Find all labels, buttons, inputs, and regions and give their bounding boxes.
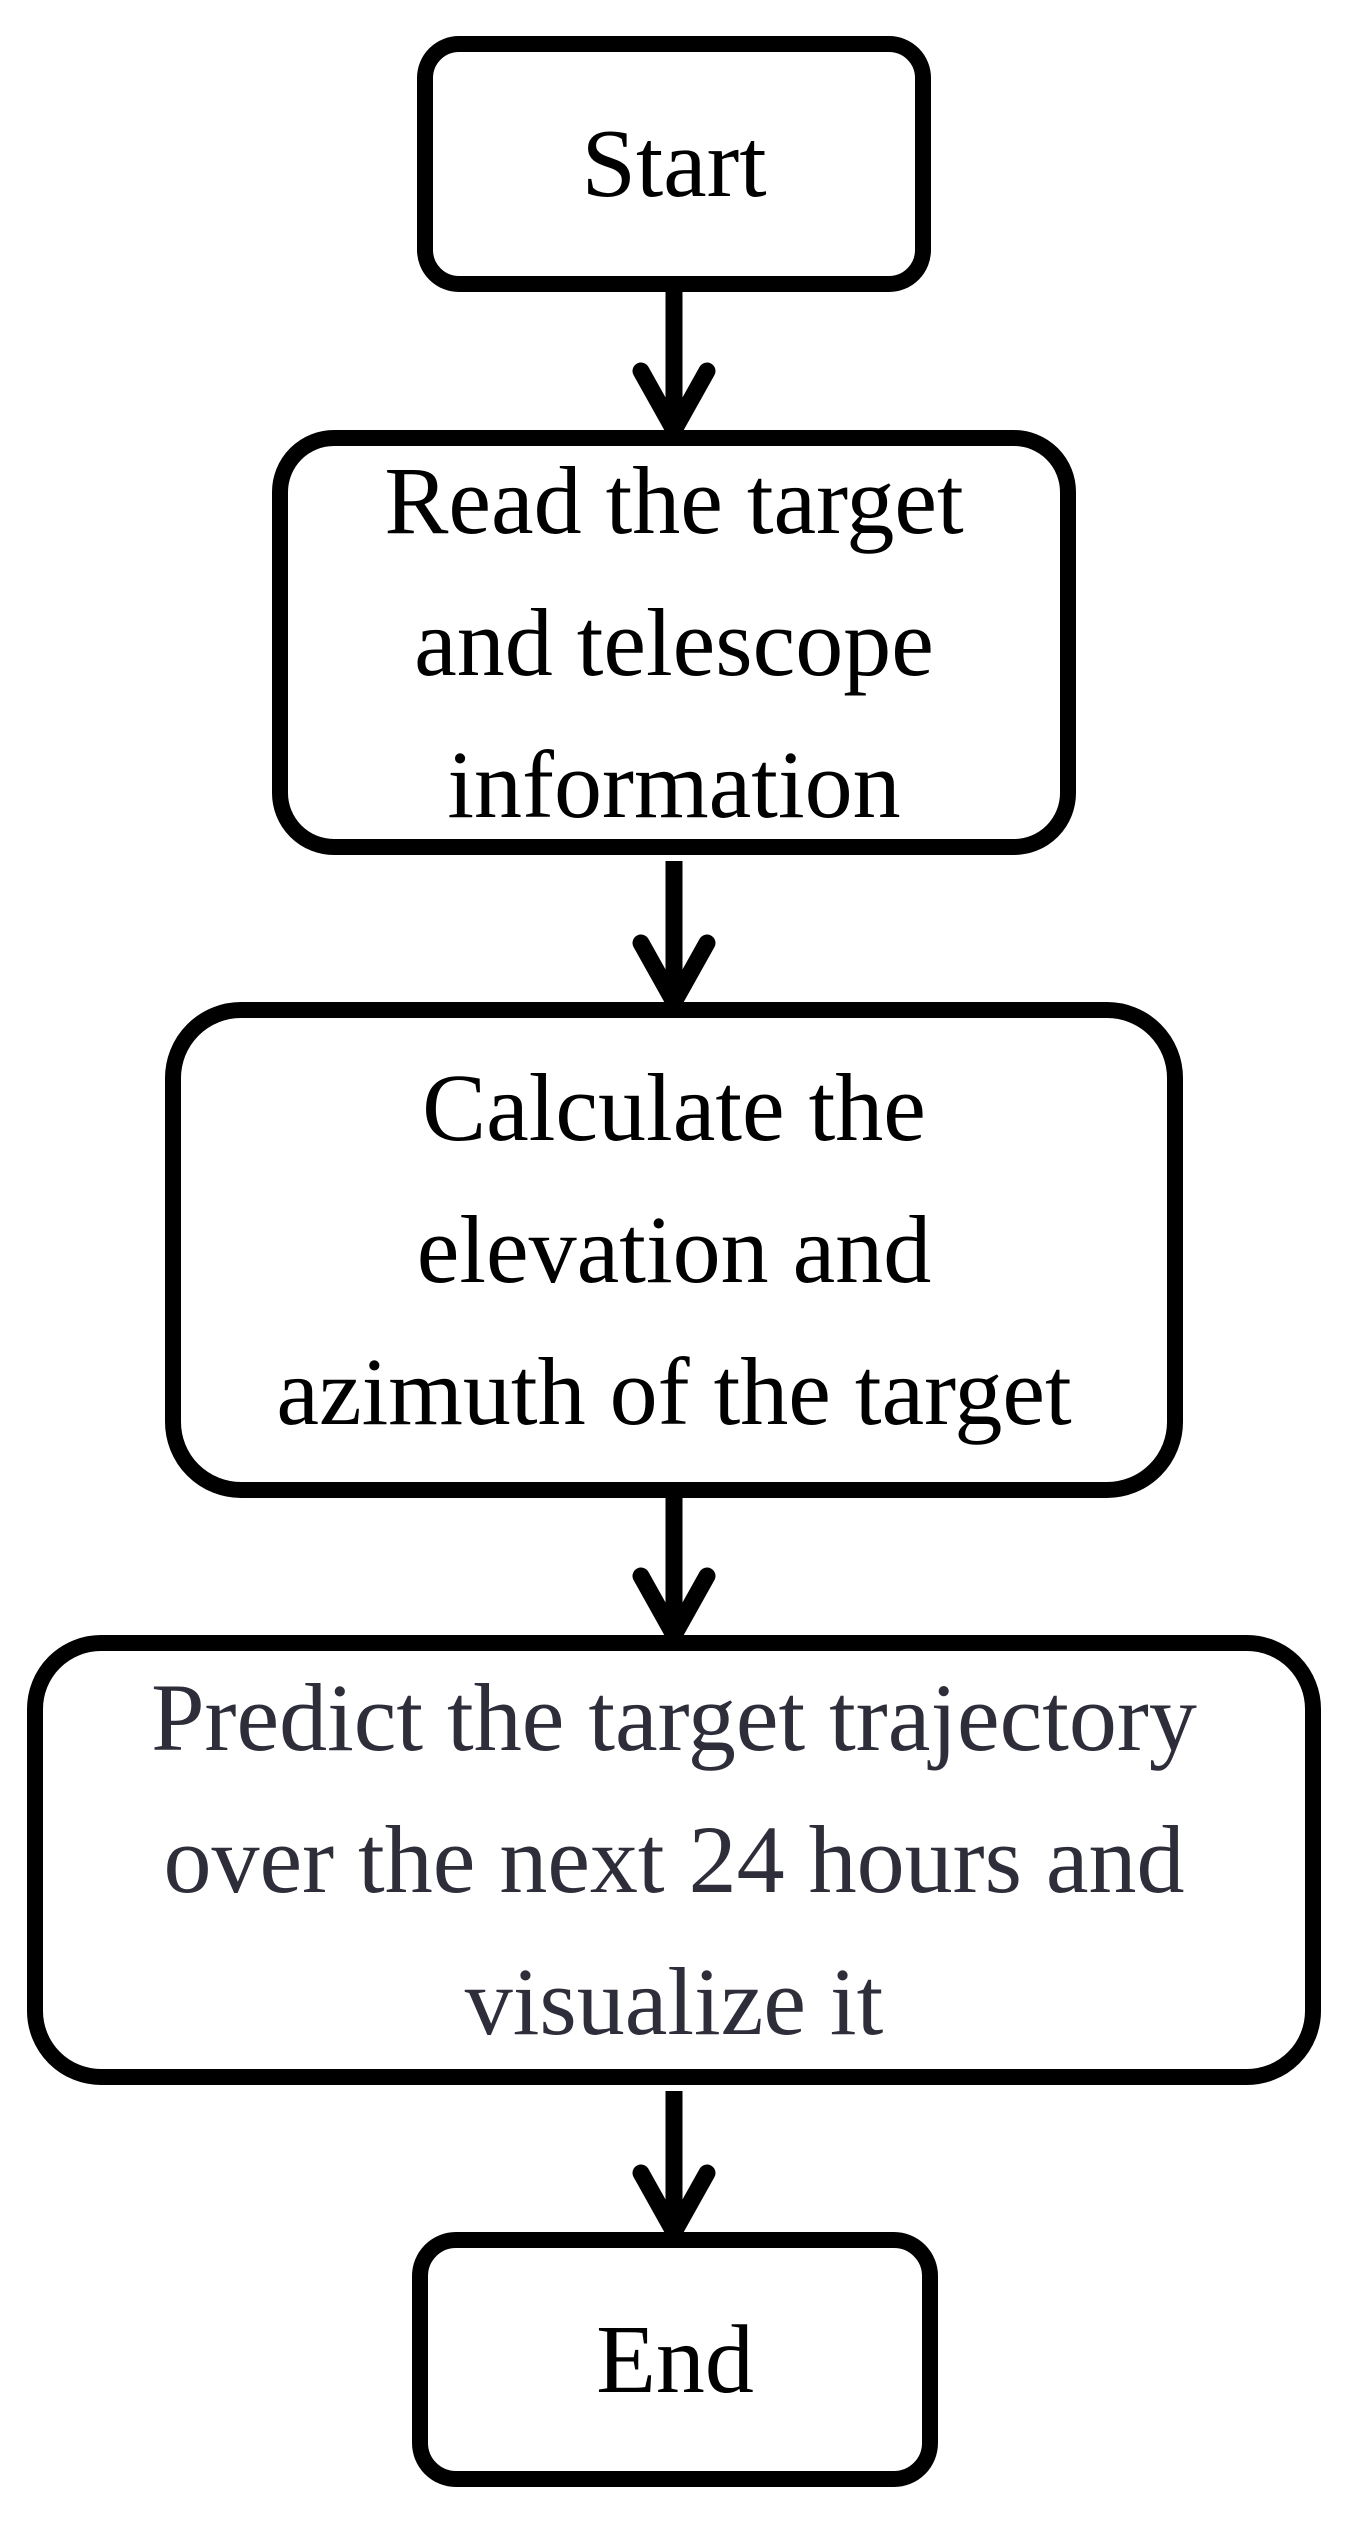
flow-node-calculate-label: Calculate the elevation and azimuth of t… xyxy=(276,1054,1072,1445)
flow-arrow-down-icon xyxy=(632,861,716,1007)
flow-node-start-label: Start xyxy=(581,110,767,218)
flow-node-predict: Predict the target trajectory over the n… xyxy=(27,1635,1321,2085)
flow-arrow-down-icon xyxy=(632,2091,716,2237)
flow-arrow-down-icon xyxy=(632,1494,716,1640)
flow-node-predict-label: Predict the target trajectory over the n… xyxy=(151,1664,1197,2055)
flow-node-read-info: Read the target and telescope informatio… xyxy=(272,430,1076,855)
flow-node-read-info-label: Read the target and telescope informatio… xyxy=(384,446,964,838)
flow-node-end-label: End xyxy=(596,2305,754,2414)
flow-arrow-down-icon xyxy=(632,289,716,435)
flow-node-start: Start xyxy=(417,36,931,292)
flow-node-calculate: Calculate the elevation and azimuth of t… xyxy=(165,1002,1183,1498)
flow-node-end: End xyxy=(412,2232,938,2487)
